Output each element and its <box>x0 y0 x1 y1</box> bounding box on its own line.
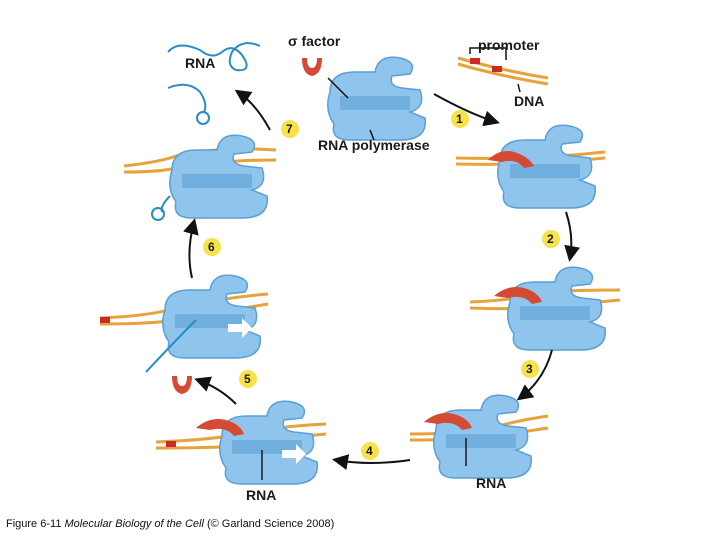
promoter-label: promoter <box>478 37 540 53</box>
arrow-step-2 <box>564 211 581 262</box>
svg-text:1: 1 <box>456 112 463 126</box>
sigma-pointer <box>327 77 349 99</box>
svg-text:7: 7 <box>286 122 293 136</box>
step-1-marker: 1 <box>451 110 469 128</box>
arrow-step-5 <box>194 376 237 405</box>
rna-polymerase-label: RNA polymerase <box>318 137 430 153</box>
step-4-marker: 4 <box>361 442 379 460</box>
promoter-dna <box>457 56 549 86</box>
arrow-step-6 <box>183 218 199 279</box>
sigma-factor-label: σ factor <box>288 33 341 49</box>
dna-pointer <box>517 83 521 93</box>
termination-complex <box>123 134 277 221</box>
rna-label-top: RNA <box>185 55 215 71</box>
svg-text:2: 2 <box>547 232 554 246</box>
step-6-marker: 6 <box>203 238 221 256</box>
arrow-step-3 <box>516 349 553 401</box>
released-sigma-factor <box>172 376 192 394</box>
caption-book-title: Molecular Biology of the Cell <box>64 518 204 530</box>
step-3-marker: 3 <box>521 360 539 378</box>
initiation-complex <box>409 394 549 479</box>
dna-label: DNA <box>514 93 544 109</box>
free-rna-polymerase <box>327 56 427 141</box>
free-sigma-factor <box>302 58 322 76</box>
svg-text:6: 6 <box>208 240 215 254</box>
caption-prefix: Figure 6-11 <box>6 518 65 530</box>
svg-text:4: 4 <box>366 444 373 458</box>
polymerase-binding-promoter <box>455 124 606 209</box>
svg-text:5: 5 <box>244 372 251 386</box>
arrow-step-7 <box>234 89 271 131</box>
figure-caption: Figure 6-11 Molecular Biology of the Cel… <box>6 518 334 530</box>
step-2-marker: 2 <box>542 230 560 248</box>
open-complex <box>469 266 621 351</box>
rna-label-bottom-right: RNA <box>476 475 506 491</box>
step-7-marker: 7 <box>281 120 299 138</box>
caption-suffix: (© Garland Science 2008) <box>203 518 335 530</box>
svg-text:3: 3 <box>526 362 533 376</box>
released-rna <box>167 42 261 125</box>
elongation-complex-sigma-release <box>155 400 327 485</box>
elongation-complex <box>99 274 269 373</box>
arrow-step-4 <box>332 454 411 470</box>
arrow-step-1 <box>433 93 500 127</box>
step-5-marker: 5 <box>239 370 257 388</box>
polymerase-pointer <box>369 129 375 141</box>
promoter-bracket <box>469 47 507 60</box>
rna-label-bottom-left: RNA <box>246 487 276 503</box>
